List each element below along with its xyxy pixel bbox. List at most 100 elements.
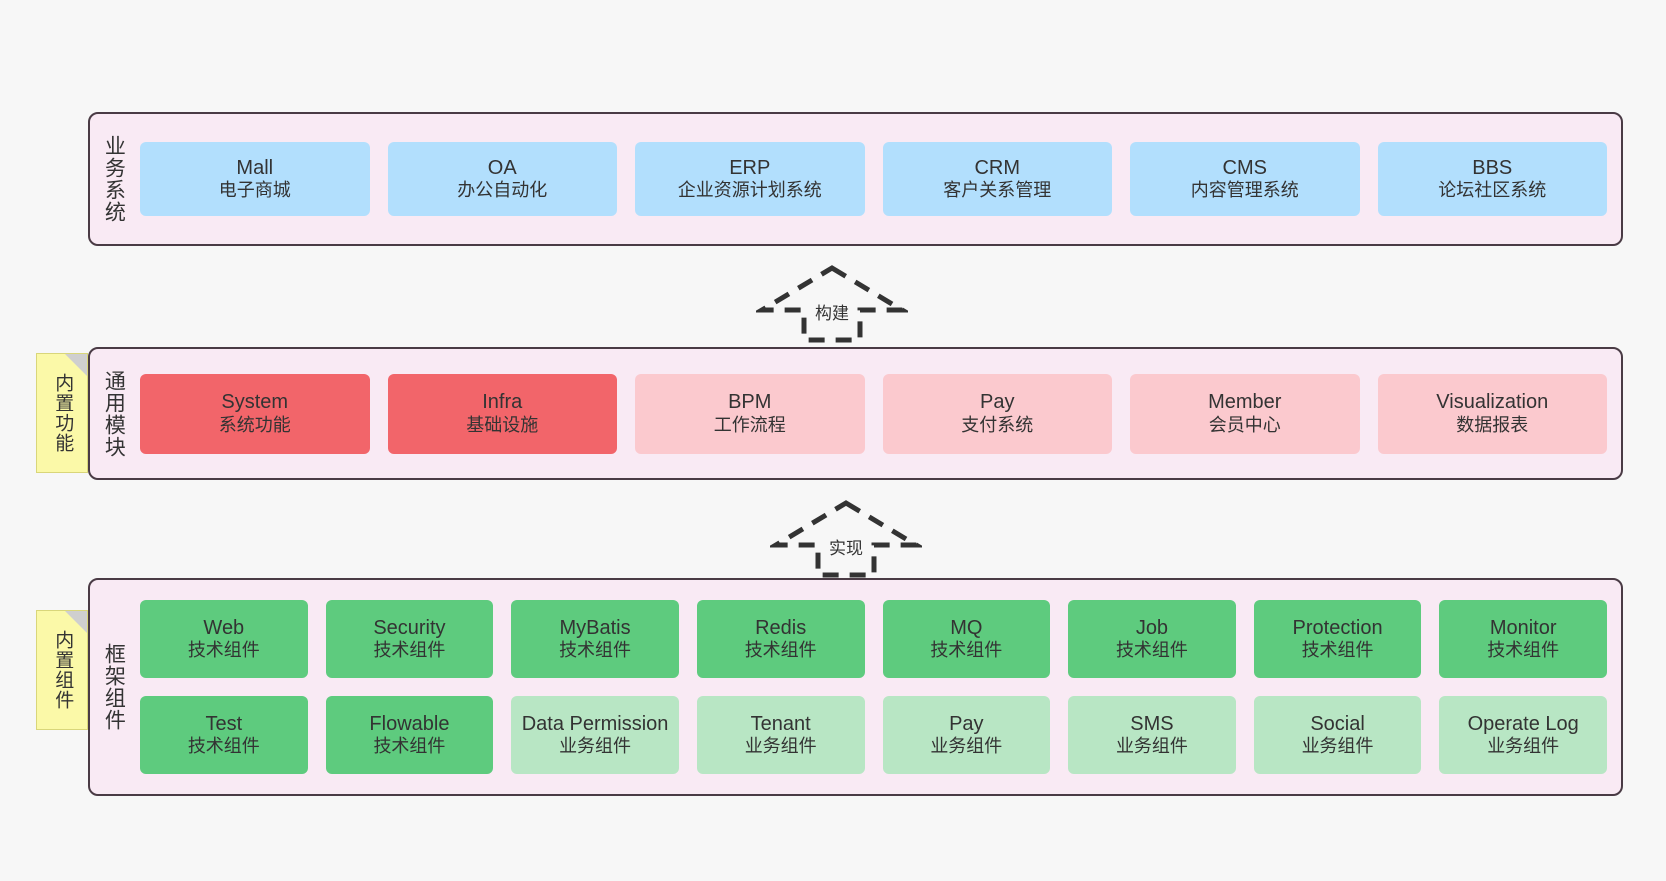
node-title: Protection xyxy=(1292,616,1383,639)
node-security[interactable]: Security 技术组件 xyxy=(325,600,494,678)
node-protection[interactable]: Protection 技术组件 xyxy=(1253,600,1422,678)
node-member[interactable]: Member 会员中心 xyxy=(1130,373,1360,454)
node-title: Test xyxy=(205,712,243,735)
node-pay-component[interactable]: Pay 业务组件 xyxy=(882,696,1051,774)
node-redis[interactable]: Redis 技术组件 xyxy=(696,600,865,678)
layer-business-systems: 业务系统 Mall 电子商城 OA 办公自动化 ERP 企业资源计划系统 CRM… xyxy=(88,112,1623,246)
layer-common-modules: 通用模块 System 系统功能 Infra 基础设施 BPM 工作流程 Pay… xyxy=(88,347,1623,480)
node-title: Visualization xyxy=(1436,391,1549,414)
node-subtitle: 技术组件 xyxy=(187,736,260,757)
node-tenant[interactable]: Tenant 业务组件 xyxy=(696,696,865,774)
node-subtitle: 技术组件 xyxy=(1301,640,1374,661)
node-subtitle: 办公自动化 xyxy=(457,180,548,201)
node-operate-log[interactable]: Operate Log 业务组件 xyxy=(1439,696,1607,774)
layer-body-modules: System 系统功能 Infra 基础设施 BPM 工作流程 Pay 支付系统… xyxy=(136,349,1621,478)
node-mybatis[interactable]: MyBatis 技术组件 xyxy=(511,600,679,678)
node-job[interactable]: Job 技术组件 xyxy=(1068,600,1236,678)
node-title: BBS xyxy=(1472,156,1513,179)
node-title: Social xyxy=(1310,712,1365,735)
node-subtitle: 技术组件 xyxy=(373,640,446,661)
node-title: ERP xyxy=(729,156,771,179)
dashed-up-arrow-icon xyxy=(756,265,908,343)
node-monitor[interactable]: Monitor 技术组件 xyxy=(1439,600,1607,678)
layer-row: Web 技术组件 Security 技术组件 MyBatis 技术组件 Redi… xyxy=(140,600,1607,678)
implement-arrow-label: 实现 xyxy=(829,539,863,558)
node-title: Infra xyxy=(482,391,523,414)
node-subtitle: 技术组件 xyxy=(1487,640,1560,661)
node-subtitle: 业务组件 xyxy=(559,736,632,757)
build-arrow-label: 构建 xyxy=(815,304,849,323)
node-sms[interactable]: SMS 业务组件 xyxy=(1068,696,1236,774)
note-text: 内置功能 xyxy=(52,373,74,453)
node-title: SMS xyxy=(1130,712,1174,735)
node-title: MyBatis xyxy=(559,616,631,639)
node-infra[interactable]: Infra 基础设施 xyxy=(387,373,617,454)
node-flowable[interactable]: Flowable 技术组件 xyxy=(325,696,494,774)
node-title: Tenant xyxy=(750,712,811,735)
layer-framework-components: 框架组件 Web 技术组件 Security 技术组件 MyBatis 技术组件… xyxy=(88,578,1623,796)
layer-label-modules: 通用模块 xyxy=(102,369,126,458)
node-subtitle: 技术组件 xyxy=(187,640,260,661)
node-title: Member xyxy=(1208,391,1282,414)
node-title: CRM xyxy=(974,156,1021,179)
layer-body-framework: Web 技术组件 Security 技术组件 MyBatis 技术组件 Redi… xyxy=(136,580,1621,794)
node-title: Pay xyxy=(980,391,1015,414)
node-title: Web xyxy=(203,616,245,639)
node-erp[interactable]: ERP 企业资源计划系统 xyxy=(635,142,865,216)
node-subtitle: 系统功能 xyxy=(218,414,291,435)
node-title: Mall xyxy=(236,156,274,179)
note-builtin-components: 内置组件 xyxy=(36,610,88,730)
node-mq[interactable]: MQ 技术组件 xyxy=(882,600,1051,678)
node-subtitle: 企业资源计划系统 xyxy=(677,180,822,201)
note-fold-icon xyxy=(65,611,87,633)
node-subtitle: 基础设施 xyxy=(466,414,539,435)
node-title: Operate Log xyxy=(1467,712,1579,735)
node-title: Flowable xyxy=(369,712,450,735)
node-title: Data Permission xyxy=(521,712,669,735)
node-subtitle: 技术组件 xyxy=(373,736,446,757)
node-subtitle: 技术组件 xyxy=(559,640,632,661)
node-title: System xyxy=(221,391,289,414)
note-text: 内置组件 xyxy=(52,630,74,710)
node-social[interactable]: Social 业务组件 xyxy=(1253,696,1422,774)
build-arrow: 构建 xyxy=(756,262,908,344)
node-system[interactable]: System 系统功能 xyxy=(140,373,370,454)
layer-row: System 系统功能 Infra 基础设施 BPM 工作流程 Pay 支付系统… xyxy=(140,373,1607,454)
node-test[interactable]: Test 技术组件 xyxy=(140,696,308,774)
node-visualization[interactable]: Visualization 数据报表 xyxy=(1377,373,1607,454)
node-subtitle: 电子商城 xyxy=(218,180,291,201)
node-bpm[interactable]: BPM 工作流程 xyxy=(635,373,865,454)
node-subtitle: 技术组件 xyxy=(930,640,1003,661)
node-title: BPM xyxy=(728,391,772,414)
node-web[interactable]: Web 技术组件 xyxy=(140,600,308,678)
node-subtitle: 数据报表 xyxy=(1456,414,1529,435)
node-subtitle: 业务组件 xyxy=(744,736,817,757)
node-pay-module[interactable]: Pay 支付系统 xyxy=(882,373,1112,454)
node-title: Monitor xyxy=(1489,616,1557,639)
node-cms[interactable]: CMS 内容管理系统 xyxy=(1130,142,1360,216)
note-fold-icon xyxy=(65,354,87,376)
node-subtitle: 技术组件 xyxy=(1115,640,1188,661)
node-title: OA xyxy=(487,156,517,179)
node-subtitle: 业务组件 xyxy=(1115,736,1188,757)
node-subtitle: 内容管理系统 xyxy=(1190,180,1299,201)
node-crm[interactable]: CRM 客户关系管理 xyxy=(882,142,1112,216)
node-oa[interactable]: OA 办公自动化 xyxy=(387,142,617,216)
node-mall[interactable]: Mall 电子商城 xyxy=(140,142,370,216)
dashed-up-arrow-icon xyxy=(770,500,922,578)
node-data-permission[interactable]: Data Permission 业务组件 xyxy=(511,696,679,774)
node-title: Job xyxy=(1135,616,1169,639)
node-subtitle: 支付系统 xyxy=(961,414,1034,435)
node-title: Security xyxy=(373,616,446,639)
layer-row: Test 技术组件 Flowable 技术组件 Data Permission … xyxy=(140,696,1607,774)
layer-body-business: Mall 电子商城 OA 办公自动化 ERP 企业资源计划系统 CRM 客户关系… xyxy=(136,114,1621,244)
node-title: MQ xyxy=(950,616,983,639)
implement-arrow: 实现 xyxy=(770,497,922,579)
node-title: Redis xyxy=(755,616,807,639)
node-subtitle: 技术组件 xyxy=(744,640,817,661)
node-title: Pay xyxy=(949,712,984,735)
node-subtitle: 会员中心 xyxy=(1208,414,1281,435)
node-subtitle: 业务组件 xyxy=(1301,736,1374,757)
node-subtitle: 论坛社区系统 xyxy=(1438,180,1547,201)
node-bbs[interactable]: BBS 论坛社区系统 xyxy=(1377,142,1607,216)
